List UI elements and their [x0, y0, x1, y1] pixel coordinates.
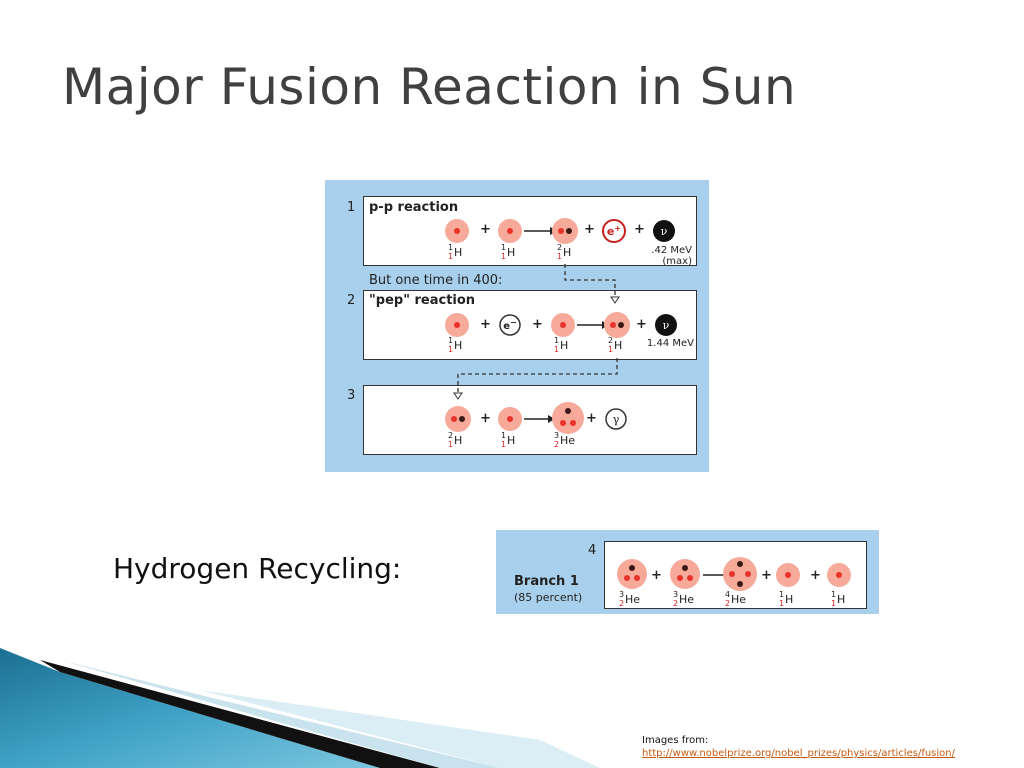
arrow-head: [611, 297, 619, 303]
dashed-connector: [565, 264, 615, 297]
proton-nucleus: [551, 313, 575, 337]
proton-nucleus: [445, 313, 469, 337]
diagram-graphics: e+ ν e− ν: [325, 180, 709, 472]
hydrogen-recycling-label: Hydrogen Recycling:: [113, 552, 401, 585]
credit-link[interactable]: http://www.nobelprize.org/nobel_prizes/p…: [642, 748, 955, 759]
slide-title: Major Fusion Reaction in Sun: [62, 58, 796, 116]
neutrino-icon: ν: [653, 220, 675, 242]
branch-graphics: [496, 530, 879, 614]
neutrino-icon: ν: [655, 314, 677, 336]
credit-label: Images from:: [642, 735, 708, 746]
positron-icon: e+: [603, 220, 625, 242]
image-credit: Images from: http://www.nobelprize.org/n…: [642, 734, 955, 760]
proton-nucleus: [498, 219, 522, 243]
helium-3-nucleus: [552, 402, 584, 434]
proton-nucleus: [445, 219, 469, 243]
proton-nucleus: [776, 563, 800, 587]
helium-4-nucleus: [723, 557, 757, 591]
svg-text:ν: ν: [663, 319, 670, 332]
helium-3-nucleus: [670, 559, 700, 589]
deuterium-nucleus: [604, 312, 630, 338]
deuterium-nucleus: [445, 406, 471, 432]
gamma-icon: γ: [606, 409, 626, 429]
svg-text:γ: γ: [613, 413, 620, 426]
helium-3-nucleus: [617, 559, 647, 589]
svg-text:ν: ν: [661, 225, 668, 238]
electron-icon: e−: [500, 315, 520, 335]
proton-nucleus: [498, 407, 522, 431]
proton-nucleus: [827, 563, 851, 587]
deuterium-nucleus: [552, 218, 578, 244]
arrow-head: [454, 393, 462, 399]
dashed-connector: [458, 358, 617, 393]
